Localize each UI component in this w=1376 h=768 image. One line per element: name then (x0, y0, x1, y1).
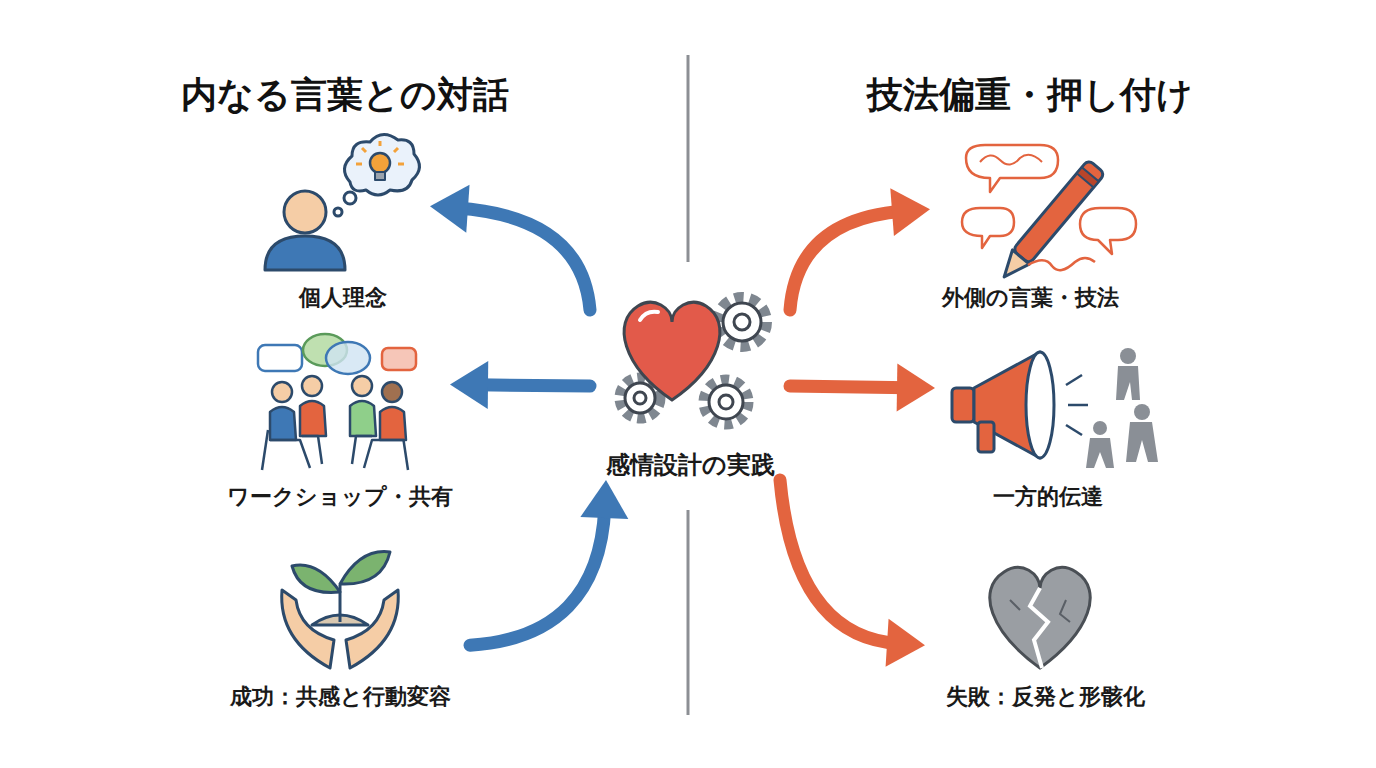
concept-node: 感情設計の実践 (590, 280, 790, 480)
node-label: 成功：共感と行動変容 (230, 682, 451, 712)
concept-node: 個人理念 (255, 135, 430, 313)
flow-arrow (430, 185, 590, 310)
arrow-shaft (470, 507, 605, 646)
concept-node: 一方的伝達 (935, 335, 1160, 512)
arrow-head (430, 185, 470, 233)
node-label: 感情設計の実践 (606, 450, 775, 480)
flow-arrow (470, 480, 628, 645)
divider-line (687, 55, 690, 262)
arrow-shaft (790, 386, 908, 388)
node-label: 失敗：反発と形骸化 (946, 682, 1145, 712)
workshop-icon (258, 334, 416, 470)
concept-node: 外側の言葉・技法 (930, 140, 1130, 313)
arrow-head (886, 619, 925, 667)
arrow-shaft (780, 480, 898, 644)
arrow-head (897, 364, 935, 412)
flow-arrow (450, 361, 590, 409)
broken-heart-icon (990, 567, 1090, 668)
megaphone-icon (952, 348, 1158, 468)
section-heading: 技法偏重・押し付け (730, 73, 1330, 117)
hands-sprout-icon (282, 552, 399, 668)
arrow-shaft (457, 208, 590, 310)
flow-arrow (780, 480, 925, 667)
divider-line (687, 510, 690, 715)
arrow-shaft (790, 211, 903, 310)
arrow-head (450, 361, 488, 409)
section-heading: 内なる言葉との対話 (45, 73, 645, 117)
flow-arrow (790, 188, 930, 310)
person-idea-icon (265, 134, 420, 270)
heart-gears-icon (620, 298, 766, 424)
concept-node: 失敗：反発と形骸化 (925, 545, 1165, 712)
node-label: ワークショップ・共有 (227, 482, 453, 512)
arrow-head (890, 188, 930, 236)
node-label: 一方的伝達 (993, 482, 1103, 512)
concept-node: ワークショップ・共有 (230, 330, 450, 512)
node-label: 外側の言葉・技法 (942, 283, 1119, 313)
node-label: 個人理念 (299, 283, 387, 313)
concept-node: 成功：共感と行動変容 (210, 545, 470, 712)
arrow-head (580, 480, 628, 519)
flow-arrow (790, 364, 935, 412)
pen-bubbles-icon (962, 145, 1136, 284)
arrow-shaft (477, 385, 590, 386)
